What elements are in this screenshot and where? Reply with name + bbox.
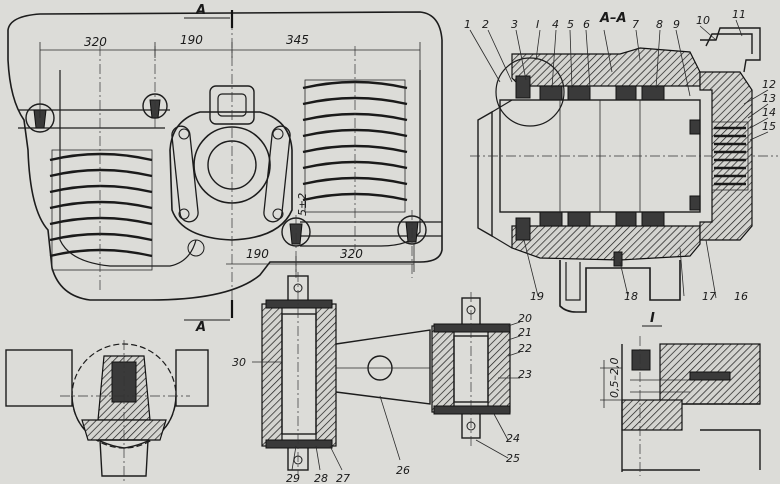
axle-hub [169,85,293,257]
part-callouts: 1 2 3 I 4 5 6 7 8 9 10 11 12 13 14 15 16… [232,8,776,484]
section-cut-marker: А А [184,3,234,335]
part-label-8: 8 [656,18,663,31]
part-label-6: 6 [583,18,590,31]
part-label-14: 14 [762,106,776,119]
part-label-1: 1 [464,18,471,31]
dim-top-mid: 190 [180,33,203,47]
part-label-2: 2 [482,18,489,31]
detail-label: I [650,311,655,326]
part-label-15: 15 [762,120,776,133]
dim-top-right: 345 [286,33,309,47]
part-label-4: 4 [552,18,559,31]
part-label-20: 20 [518,312,532,325]
part-label-23: 23 [518,368,532,381]
part-label-i-ref: I [536,18,539,31]
connecting-rod-view [252,272,521,476]
part-label-18: 18 [624,290,638,303]
detail-i-view: I 0,5–2,0 [600,311,761,476]
part-label-28: 28 [314,472,328,484]
left-spring [49,149,153,271]
part-label-10: 10 [696,14,710,27]
cut-label-top: А [195,3,206,18]
dim-bottom-right: 320 [340,247,363,261]
section-a-a-view: А–А [469,11,778,313]
part-label-21: 21 [518,326,532,339]
bottom-dimension-chain: 190 320 5±2 [226,193,415,272]
cross-section-view [5,340,209,482]
part-label-29: 29 [286,472,300,484]
part-label-24: 24 [506,432,520,445]
part-label-27: 27 [336,472,350,484]
part-label-3: 3 [511,18,518,31]
section-label: А–А [599,11,627,26]
part-label-9: 9 [673,18,680,31]
part-label-13: 13 [762,92,776,105]
top-dimension-chain: 320 190 345 [39,33,421,118]
part-label-26: 26 [396,464,410,477]
part-label-17: 17 [702,290,716,303]
part-label-12: 12 [762,78,776,91]
plan-view: А А 320 190 345 190 320 5±2 [7,3,443,335]
dim-gap-range: 0,5–2,0 [608,358,621,399]
cut-label-bottom: А [195,320,206,335]
dim-top-left: 320 [84,35,107,49]
part-label-11: 11 [732,8,746,21]
part-label-30: 30 [232,356,246,369]
dim-bottom-mid: 190 [246,247,269,261]
part-label-19: 19 [530,290,544,303]
part-label-16: 16 [734,290,748,303]
part-label-5: 5 [567,18,574,31]
part-label-25: 25 [506,452,520,465]
dim-clearance: 5±2 [296,193,309,216]
part-label-22: 22 [518,342,532,355]
part-label-7: 7 [632,18,639,31]
